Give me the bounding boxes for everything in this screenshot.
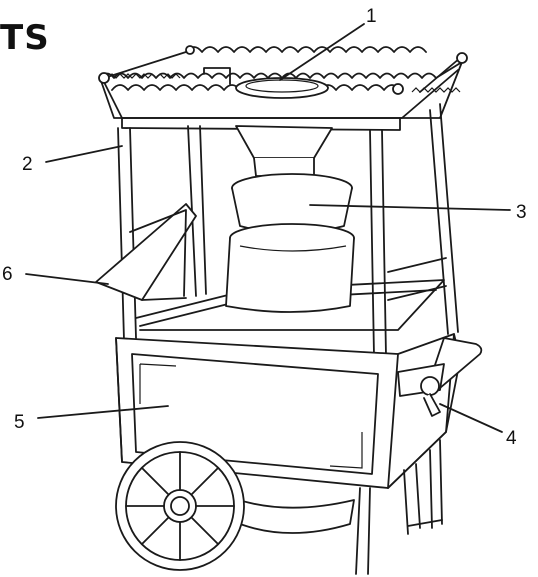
- leader-line-2: [45, 145, 123, 163]
- cart-handle: [397, 337, 483, 417]
- leader-line-6: [25, 273, 109, 285]
- callout-3: 3: [516, 202, 527, 223]
- callout-2: 2: [22, 154, 33, 175]
- callout-4: 4: [506, 428, 517, 449]
- leader-line-3: [309, 204, 511, 211]
- callout-5: 5: [14, 412, 25, 433]
- heading-fragment: TS: [0, 18, 50, 58]
- leader-line-4: [439, 403, 503, 433]
- popcorn-chute: [95, 203, 197, 301]
- kettle-assembly: [225, 125, 355, 313]
- leader-line-5: [37, 405, 169, 419]
- roof-canopy: [98, 45, 468, 131]
- callout-1: 1: [366, 6, 377, 27]
- leader-line-1: [279, 23, 365, 81]
- callout-leaders: [25, 23, 511, 433]
- cart-wheel: [115, 441, 245, 571]
- callout-6: 6: [2, 264, 13, 285]
